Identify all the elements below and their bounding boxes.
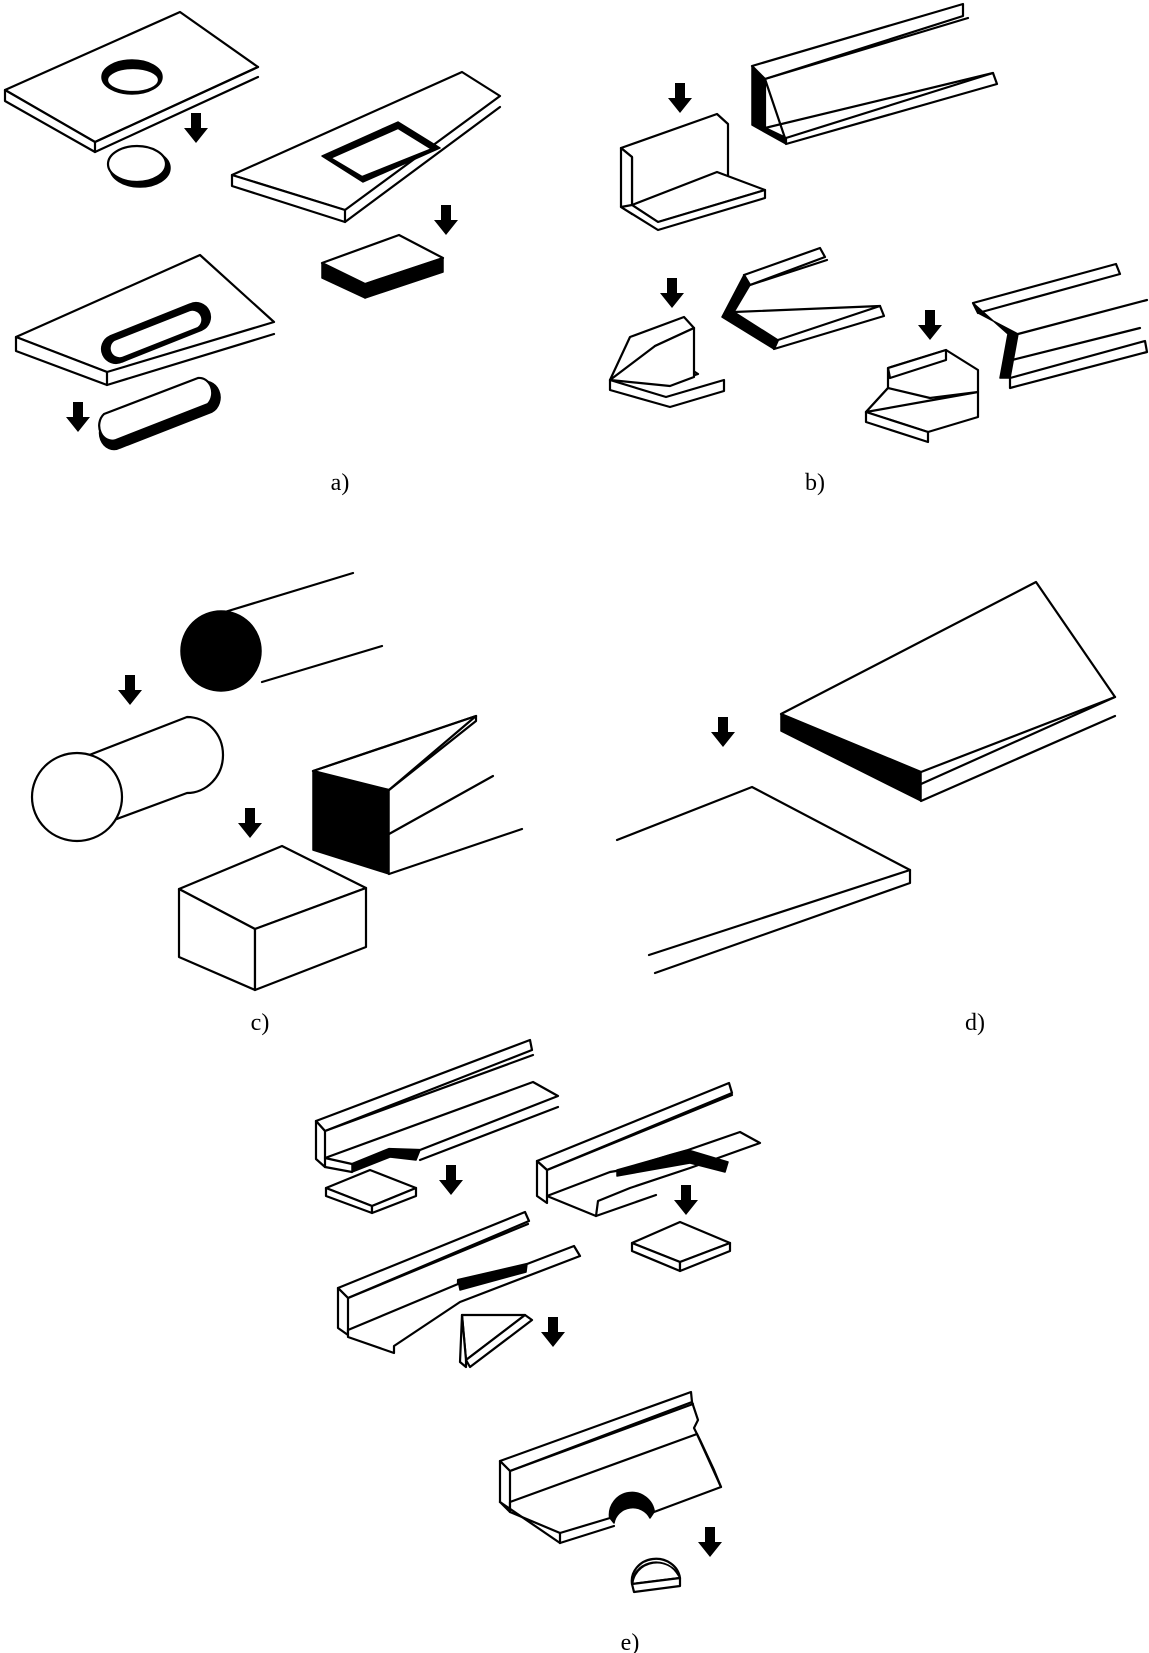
down-arrow-icon [184,113,208,143]
triangle-blank [458,1313,534,1369]
down-arrow-icon [668,83,692,113]
notched-angle-profile-2 [535,1081,762,1218]
down-arrow-icon [918,310,942,340]
notched-angle-profile-1 [314,1038,560,1174]
panel-b: b) [608,2,1149,496]
down-arrow-icon [434,205,458,235]
notched-angle-profile-3 [336,1210,582,1355]
down-arrow-icon [674,1185,698,1215]
flat-bar-blank [615,785,912,975]
square-bar-stock [311,714,524,876]
angle-profile-long [750,2,999,146]
down-arrow-icon [66,402,90,432]
notch-blank-2 [630,1220,732,1273]
angle-blank [619,112,767,232]
square-blank [320,233,445,299]
bent-angle-blank-1 [608,315,726,409]
slot-blank [98,376,221,451]
down-arrow-icon [541,1317,565,1347]
down-arrow-icon [238,808,262,838]
down-arrow-icon [118,675,142,705]
panel-c: c) [30,571,524,1036]
square-bar-blank [177,844,368,992]
bent-angle-blank-2 [864,348,980,444]
caption-b: b) [805,470,825,496]
notched-angle-profile-4 [498,1390,723,1545]
bent-angle-profile-2 [971,262,1149,390]
panel-e: e) [314,1038,762,1653]
caption-e: e) [621,1630,640,1653]
plate-square-hole [230,70,502,224]
caption-c: c) [251,1010,270,1036]
notch-blank-1 [324,1168,418,1215]
plate-slot-hole [14,253,276,387]
panel-a: a) [3,10,502,496]
down-arrow-icon [660,278,684,308]
down-arrow-icon [698,1527,722,1557]
down-arrow-icon [711,717,735,747]
caption-d: d) [965,1010,985,1036]
down-arrow-icon [439,1165,463,1195]
semicircle-blank [630,1557,682,1594]
panel-d: d) [615,580,1117,1036]
caption-a: a) [331,470,350,496]
round-bar-blank [30,715,225,843]
flat-bar-stock [779,580,1117,803]
round-bar-stock [180,571,384,692]
round-blank-disc [106,144,171,188]
plate-round-hole [3,10,260,154]
bent-angle-profile-1 [721,246,886,351]
